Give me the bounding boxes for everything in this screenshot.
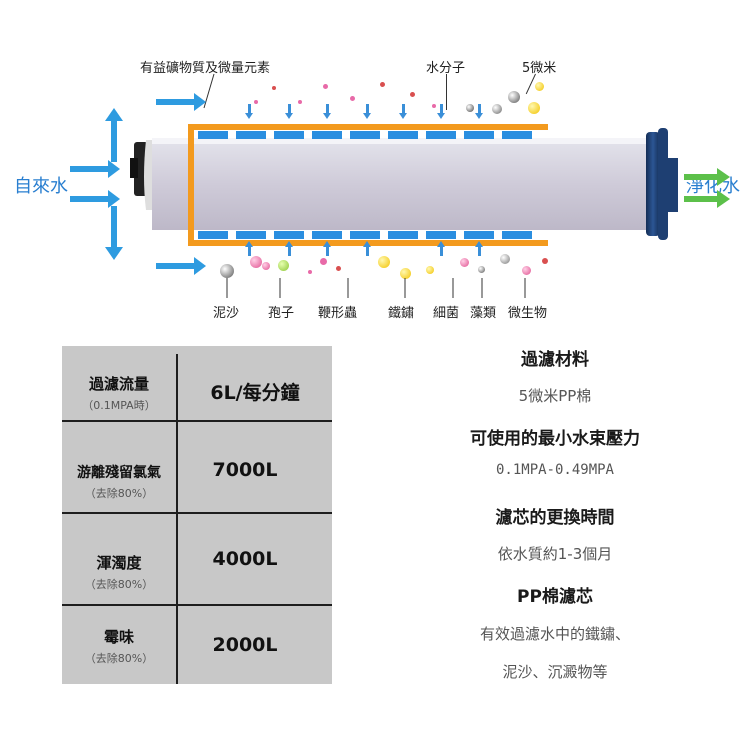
- outflow-arrow-icon: [684, 190, 730, 208]
- label-water-molecule: 水分子: [426, 61, 466, 76]
- water-molecule-dot: [466, 104, 474, 112]
- flow-arrow-icon: [245, 241, 253, 256]
- rust-particle: [378, 256, 390, 268]
- spore-particle: [250, 256, 262, 268]
- flow-arrow-icon: [323, 104, 331, 119]
- mineral-dot: [535, 82, 544, 91]
- row-label: 過濾流量: [88, 375, 149, 393]
- inflow-arrow-icon: [70, 160, 120, 178]
- table-row: 游離殘留氯氣 （去除80%）: [62, 462, 176, 501]
- row-label: 渾濁度: [96, 554, 142, 572]
- mineral-dot: [298, 100, 302, 104]
- spore-particle: [278, 260, 289, 271]
- flow-arrow-icon: [363, 241, 371, 256]
- label-impurity-bacteria: 細菌: [433, 306, 460, 321]
- label-tap-water: 自來水: [14, 176, 68, 197]
- flagellate-particle: [320, 258, 327, 265]
- water-molecule-dot: [492, 104, 502, 114]
- info-heading-material: 過濾材料: [521, 350, 589, 370]
- leader-line: [446, 74, 447, 110]
- flagellate-particle: [308, 270, 312, 274]
- row-value: 7000L: [212, 459, 278, 481]
- info-value-material: 5微米PP棉: [518, 387, 592, 405]
- bacteria-particle: [426, 266, 434, 274]
- flow-arrow-icon: [437, 241, 445, 256]
- algae-particle: [460, 258, 469, 267]
- mineral-dot: [254, 100, 258, 104]
- row-value: 6L/每分鐘: [210, 382, 300, 404]
- flagellate-particle: [336, 266, 341, 271]
- leader-line-minerals: [203, 73, 215, 109]
- microbe-particle: [522, 266, 531, 275]
- info-value-pp-line2: 泥沙、沉澱物等: [502, 663, 608, 681]
- algae-particle: [478, 266, 485, 273]
- row-value: 4000L: [212, 548, 278, 570]
- spore-particle: [262, 262, 270, 270]
- info-heading-pressure: 可使用的最小水束壓力: [470, 429, 640, 449]
- label-5micron: 5微米: [522, 61, 557, 76]
- info-value-pp-line1: 有效過濾水中的鐵鏽、: [479, 625, 630, 643]
- table-divider: [176, 354, 178, 684]
- row-sublabel: （去除80%）: [84, 578, 154, 591]
- row-sublabel: （去除80%）: [84, 652, 154, 665]
- inflow-arrow-icon: [156, 257, 206, 275]
- flow-arrow-icon: [475, 104, 483, 119]
- label-minerals: 有益礦物質及微量元素: [140, 61, 271, 76]
- rust-particle: [400, 268, 411, 279]
- info-heading-pp-cotton: PP棉濾芯: [517, 587, 593, 607]
- flow-arrow-icon: [323, 241, 331, 256]
- flow-arrow-icon: [475, 241, 483, 256]
- flow-arrow-icon: [245, 104, 253, 119]
- mineral-dot: [432, 104, 436, 108]
- flow-arrow-icon: [399, 104, 407, 119]
- flow-up-arrow-icon: [105, 108, 123, 162]
- info-heading-replacement: 濾芯的更換時間: [495, 508, 615, 528]
- row-sublabel: （去除80%）: [84, 487, 154, 500]
- water-molecule-dot: [508, 91, 520, 103]
- mineral-dot: [410, 92, 415, 97]
- mineral-dot: [350, 96, 355, 101]
- microbe-particle: [542, 258, 548, 264]
- flow-arrow-icon: [285, 241, 293, 256]
- table-row: 過濾流量 （0.1MPA時）: [62, 373, 176, 413]
- flow-arrow-icon: [285, 104, 293, 119]
- microbe-particle: [500, 254, 510, 264]
- label-impurity-spore: 孢子: [268, 306, 295, 321]
- mineral-dot: [272, 86, 276, 90]
- spec-table: [62, 346, 332, 684]
- info-value-replacement: 依水質約1-3個月: [497, 545, 613, 563]
- inflow-arrow-icon: [70, 190, 120, 208]
- table-row: 霉味 （去除80%）: [62, 626, 176, 666]
- info-value-pressure: 0.1MPA-0.49MPA: [495, 462, 614, 478]
- label-impurity-microbe: 微生物: [508, 306, 548, 321]
- row-label: 游離殘留氯氣: [77, 465, 161, 481]
- table-divider: [62, 420, 332, 422]
- label-impurity-sand: 泥沙: [213, 306, 240, 321]
- sand-particle: [220, 264, 234, 278]
- mineral-dot: [323, 84, 328, 89]
- impurity-leader-lines: [226, 278, 526, 298]
- inflow-arrow-icon: [156, 93, 206, 111]
- row-value: 2000L: [212, 634, 278, 656]
- outflow-arrow-icon: [684, 168, 730, 186]
- table-divider: [62, 512, 332, 514]
- table-row: 渾濁度 （去除80%）: [62, 552, 176, 592]
- mineral-dot: [528, 102, 540, 114]
- row-label: 霉味: [103, 628, 134, 646]
- label-impurity-algae: 藻類: [470, 306, 497, 321]
- label-impurity-rust: 鐵鏽: [388, 306, 415, 321]
- mineral-dot: [380, 82, 385, 87]
- flow-arrow-icon: [363, 104, 371, 119]
- flow-down-arrow-icon: [105, 206, 123, 260]
- flow-arrow-icon: [437, 104, 445, 119]
- table-divider: [62, 604, 332, 606]
- row-sublabel: （0.1MPA時）: [82, 399, 156, 412]
- label-impurity-flagellate: 鞭形蟲: [318, 306, 358, 321]
- filter-cartridge: [130, 124, 678, 246]
